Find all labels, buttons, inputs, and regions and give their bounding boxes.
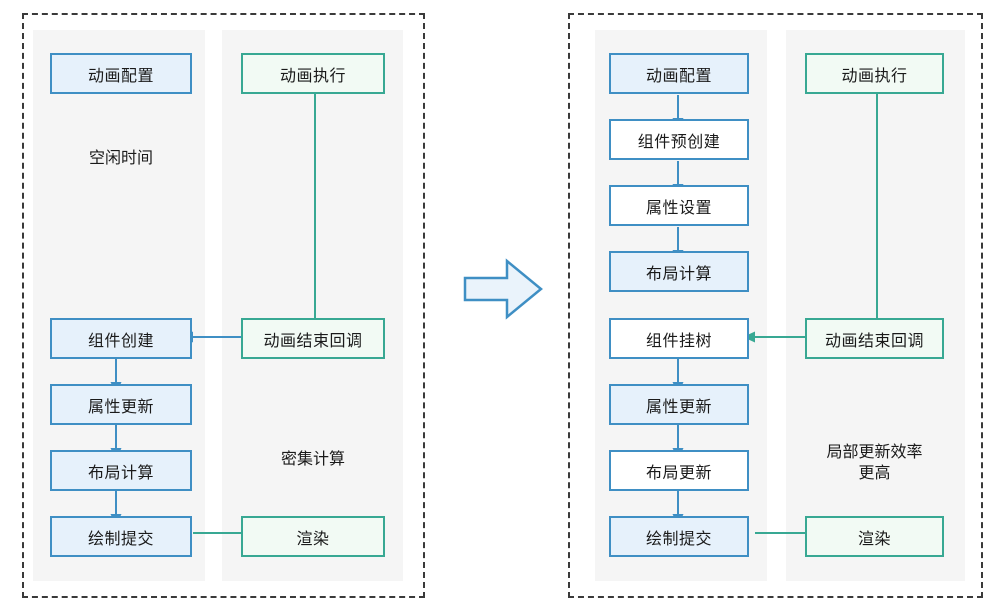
transition-right-block-arrow-icon [463,258,543,320]
node-label: 绘制提交 [87,528,154,548]
node-component-precreate[interactable]: 组件预创建 [609,119,749,160]
node-layout-calc[interactable]: 布局计算 [609,251,749,292]
node-attr-update[interactable]: 属性更新 [50,384,192,425]
edge-right-draw-submit-to-render [595,30,965,581]
annotation-intensive-compute: 密集计算 [280,448,345,468]
panel-after: 动画配置 组件预创建 属性设置 布局计算 组件挂树 属性更新 布局更新 绘制提交… [568,13,983,598]
node-label: 属性更新 [87,396,154,416]
node-layout-calc[interactable]: 布局计算 [50,450,192,491]
node-component-mount[interactable]: 组件挂树 [609,318,749,359]
node-label: 动画结束回调 [824,330,924,350]
node-anim-end-callback[interactable]: 动画结束回调 [805,318,944,359]
node-label: 布局计算 [87,462,154,482]
column-right-animation [786,30,965,581]
node-draw-submit[interactable]: 绘制提交 [609,516,749,557]
node-render[interactable]: 渲染 [805,516,944,557]
node-label: 属性设置 [645,197,712,217]
node-label: 动画配置 [645,65,712,85]
node-label: 动画配置 [87,65,154,85]
column-left-animation [222,30,403,581]
node-label: 布局更新 [645,462,712,482]
node-attr-set[interactable]: 属性设置 [609,185,749,226]
node-anim-config[interactable]: 动画配置 [50,53,192,94]
node-anim-config[interactable]: 动画配置 [609,53,749,94]
node-draw-submit[interactable]: 绘制提交 [50,516,192,557]
annotation-idle-time: 空闲时间 [88,147,153,167]
node-label: 绘制提交 [645,528,712,548]
annotation-partial-update-efficiency: 局部更新效率 更高 [826,441,923,483]
node-label: 渲染 [296,528,330,548]
node-layout-update[interactable]: 布局更新 [609,450,749,491]
node-label: 布局计算 [645,263,712,283]
panel-before: 动画配置 空闲时间 组件创建 属性更新 布局计算 绘制提交 动画执行 动画结束回… [22,13,425,598]
node-anim-exec[interactable]: 动画执行 [241,53,385,94]
node-label: 组件创建 [87,330,154,350]
node-label: 渲染 [857,528,891,548]
node-label: 动画执行 [279,65,346,85]
node-render[interactable]: 渲染 [241,516,385,557]
node-label: 组件挂树 [645,330,712,350]
node-component-create[interactable]: 组件创建 [50,318,192,359]
node-label: 动画结束回调 [263,330,363,350]
node-attr-update[interactable]: 属性更新 [609,384,749,425]
node-anim-end-callback[interactable]: 动画结束回调 [241,318,385,359]
edge-draw-submit-to-render [33,30,403,581]
node-anim-exec[interactable]: 动画执行 [805,53,944,94]
node-label: 属性更新 [645,396,712,416]
node-label: 组件预创建 [637,131,721,151]
node-label: 动画执行 [841,65,908,85]
